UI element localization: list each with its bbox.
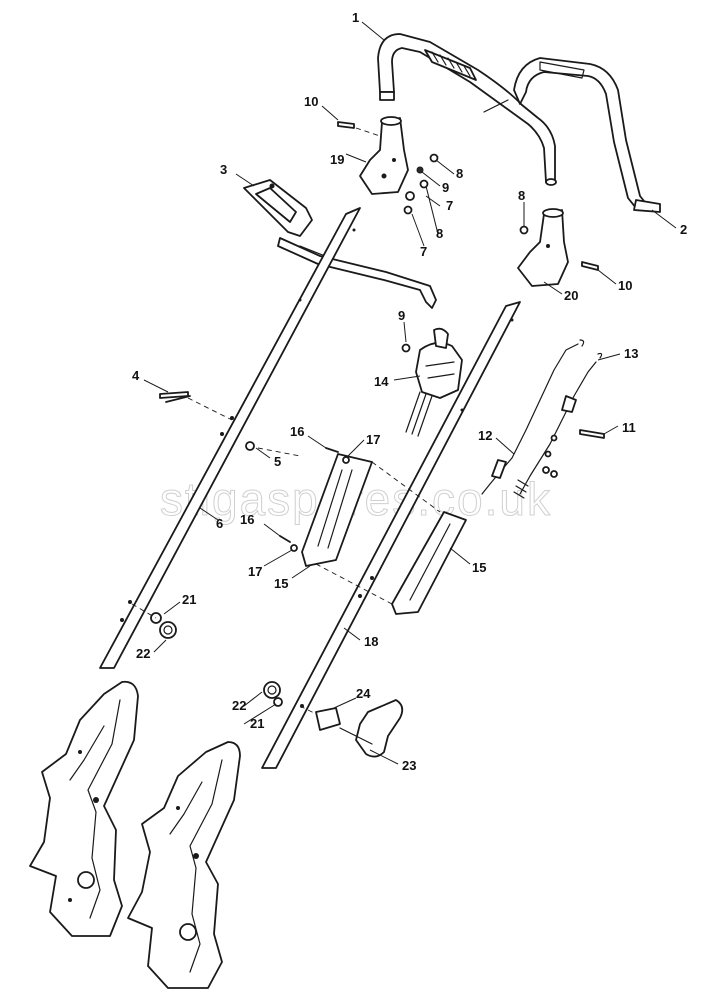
callout-7b: 7 — [420, 244, 427, 259]
callout-17a: 17 — [366, 432, 380, 447]
callout-10b: 10 — [618, 278, 632, 293]
assembly-lines — [131, 127, 441, 715]
deck-bracket-right — [127, 741, 241, 989]
callout-23: 23 — [402, 758, 416, 773]
callout-11: 11 — [622, 420, 636, 435]
callout-10a: 10 — [304, 94, 318, 109]
callout-13: 13 — [624, 346, 638, 361]
callout-18: 18 — [364, 634, 378, 649]
left-lower-handle-tube — [99, 207, 361, 669]
callout-1: 1 — [352, 10, 359, 25]
cable-control-lever — [243, 179, 437, 309]
callout-8a: 8 — [456, 166, 463, 181]
callout-20: 20 — [564, 288, 578, 303]
callout-2: 2 — [680, 222, 687, 237]
callout-21b: 21 — [250, 716, 264, 731]
right-lower-handle-tube — [261, 301, 521, 769]
bail-lever — [513, 57, 661, 213]
knob-left — [150, 612, 177, 639]
fasteners — [159, 121, 605, 552]
callout-7a: 7 — [446, 198, 453, 213]
callout-6: 6 — [216, 516, 223, 531]
callout-5: 5 — [274, 454, 281, 469]
callout-9b: 9 — [398, 308, 405, 323]
right-handle-bracket — [517, 208, 569, 287]
deck-bracket-left — [29, 680, 139, 937]
callout-24: 24 — [356, 686, 371, 701]
callout-19: 19 — [330, 152, 344, 167]
callout-3: 3 — [220, 162, 227, 177]
callout-8c: 8 — [518, 188, 525, 203]
callout-15b: 15 — [274, 576, 288, 591]
callouts: 1 2 3 4 5 6 7 7 8 8 8 9 9 10 10 11 12 13… — [132, 10, 687, 773]
callout-12: 12 — [478, 428, 492, 443]
upper-handle-bar — [377, 33, 557, 186]
callout-14: 14 — [374, 374, 389, 389]
callout-17b: 17 — [248, 564, 262, 579]
callout-9a: 9 — [442, 180, 449, 195]
knob-right — [263, 681, 283, 707]
quick-release-lever — [315, 699, 404, 758]
callout-22a: 22 — [136, 646, 150, 661]
left-handle-bracket — [359, 116, 409, 195]
callout-21a: 21 — [182, 592, 196, 607]
callout-16b: 16 — [240, 512, 254, 527]
callout-8b: 8 — [436, 226, 443, 241]
cable-clip-left — [301, 453, 373, 567]
callout-15a: 15 — [472, 560, 486, 575]
leader-lines — [143, 21, 677, 765]
callout-22b: 22 — [232, 698, 246, 713]
throttle-control — [401, 327, 463, 437]
drive-cables — [481, 339, 603, 499]
cable-clip-right — [391, 511, 467, 615]
callout-16a: 16 — [290, 424, 304, 439]
callout-4: 4 — [132, 368, 140, 383]
